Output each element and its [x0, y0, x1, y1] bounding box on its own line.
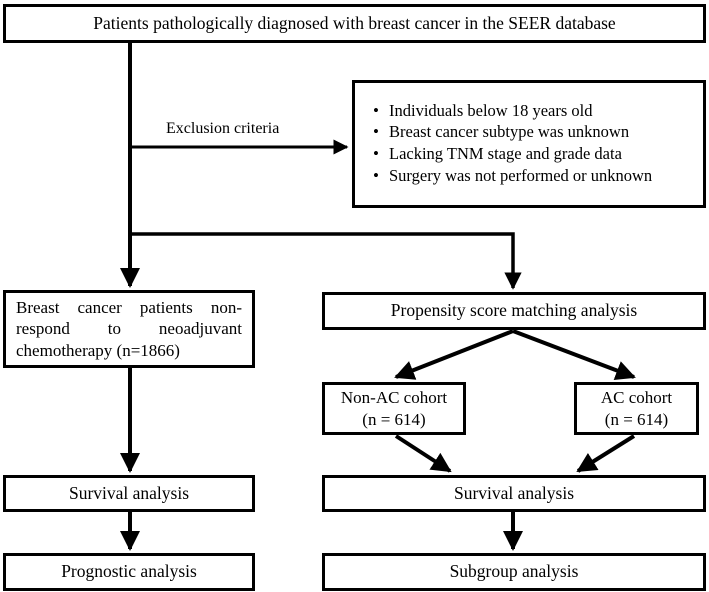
node-non-ac-cohort: Non-AC cohort (n = 614) — [322, 382, 466, 435]
node-ac-cohort: AC cohort (n = 614) — [574, 382, 699, 435]
node-non-respond-line2: respond to neoadjuvant — [16, 319, 242, 339]
node-survival-right-label: Survival analysis — [453, 482, 575, 503]
node-non-ac-text: Non-AC cohort (n = 614) — [325, 387, 463, 430]
edge-source-to-psm — [130, 232, 522, 290]
node-non-ac-line1: Non-AC cohort — [340, 388, 448, 408]
node-non-respond-cohort: Breast cancer patients non- respond to n… — [3, 290, 255, 368]
list-item: Individuals below 18 years old — [373, 100, 697, 122]
node-non-respond-line3: chemotherapy (n=1866) — [16, 340, 180, 360]
node-ac-text: AC cohort (n = 614) — [577, 387, 696, 430]
node-prognostic-label: Prognostic analysis — [61, 561, 197, 582]
node-non-respond-line1: Breast cancer patients non- — [16, 298, 242, 318]
edge-label-exclusion-criteria: Exclusion criteria — [166, 120, 280, 137]
node-survival-analysis-left: Survival analysis — [3, 475, 255, 512]
node-subgroup-label: Subgroup analysis — [449, 561, 579, 582]
node-source-population: Patients pathologically diagnosed with b… — [3, 4, 706, 43]
node-non-respond-text: Breast cancer patients non- respond to n… — [6, 297, 252, 361]
edge-ac-to-survival — [576, 434, 636, 473]
node-survival-left-label: Survival analysis — [68, 482, 190, 503]
node-non-ac-line2: (n = 614) — [362, 409, 426, 429]
node-ac-line2: (n = 614) — [604, 409, 669, 429]
list-item: Surgery was not performed or unknown — [373, 165, 697, 187]
node-source-label: Patients pathologically diagnosed with b… — [93, 12, 616, 33]
node-propensity-score-matching: Propensity score matching analysis — [322, 292, 706, 330]
node-ac-line1: AC cohort — [600, 388, 673, 408]
edge-nonac-to-survival — [394, 434, 452, 473]
node-subgroup-analysis: Subgroup analysis — [322, 553, 706, 591]
edge-psm-to-nonac — [394, 329, 514, 380]
edge-psm-to-ac — [512, 329, 636, 380]
list-item: Lacking TNM stage and grade data — [373, 143, 697, 165]
list-item: Breast cancer subtype was unknown — [373, 121, 697, 143]
node-exclusion-criteria: Individuals below 18 years old Breast ca… — [352, 80, 706, 208]
exclusion-criteria-list: Individuals below 18 years old Breast ca… — [355, 100, 703, 188]
node-psm-label: Propensity score matching analysis — [390, 300, 638, 321]
node-survival-analysis-right: Survival analysis — [322, 475, 706, 512]
node-prognostic-analysis: Prognostic analysis — [3, 553, 255, 591]
